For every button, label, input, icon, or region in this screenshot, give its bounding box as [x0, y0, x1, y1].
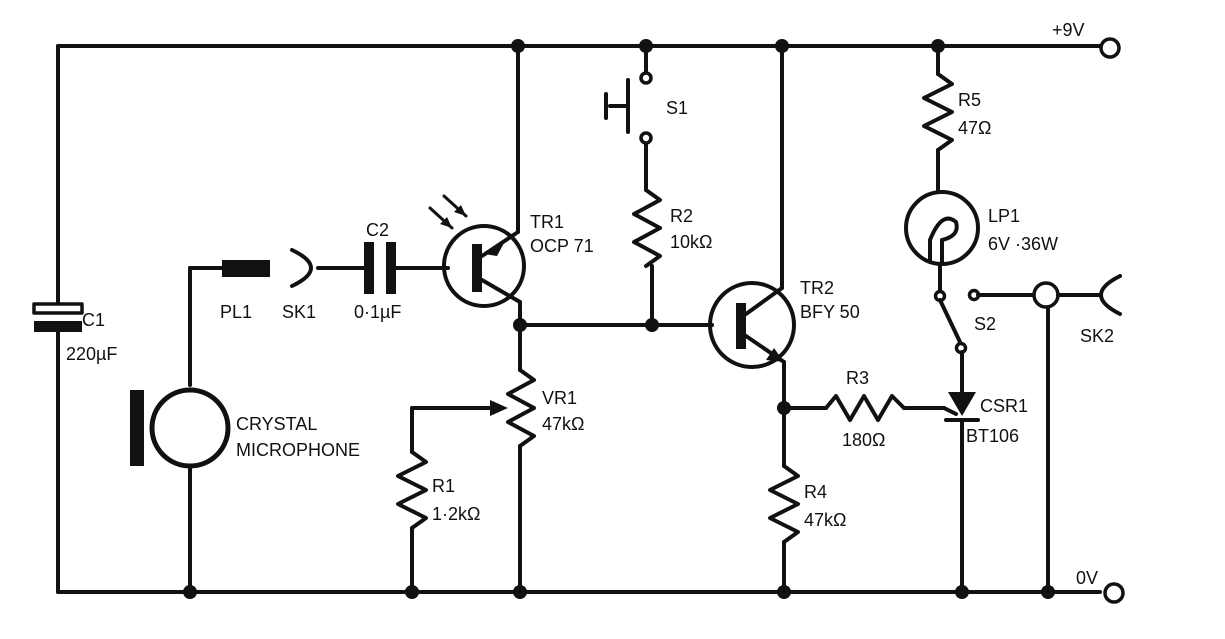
r4-ref: R4 — [804, 482, 827, 502]
sk1-ref: SK1 — [282, 302, 316, 322]
vr1-value: 47kΩ — [542, 414, 584, 434]
capacitor-c2 — [364, 242, 450, 294]
plug-pl1 — [222, 260, 270, 277]
s2-ref: S2 — [974, 314, 996, 334]
r1-ref: R1 — [432, 476, 455, 496]
c1-ref: C1 — [82, 310, 105, 330]
r1-value: 1·2kΩ — [432, 504, 480, 524]
switch-s1 — [604, 44, 653, 192]
ground-label: 0V — [1076, 568, 1098, 588]
transistor-tr1 — [428, 44, 526, 327]
supply-rail — [56, 37, 1121, 59]
r2-value: 10kΩ — [670, 232, 712, 252]
csr1-ref: CSR1 — [980, 396, 1028, 416]
mic-label-line2: MICROPHONE — [236, 440, 360, 460]
c2-ref: C2 — [366, 220, 389, 240]
resistor-r4 — [768, 406, 800, 594]
thyristor-csr1 — [942, 392, 980, 594]
vr1-ref: VR1 — [542, 388, 577, 408]
crystal-microphone — [130, 266, 231, 594]
capacitor-c1 — [32, 44, 84, 594]
sk2-ref: SK2 — [1080, 326, 1114, 346]
lamp-lp1 — [904, 190, 980, 294]
r2-ref: R2 — [670, 206, 693, 226]
potentiometer-vr1 — [410, 323, 536, 594]
tr1-ref: TR1 — [530, 212, 564, 232]
pl1-ref: PL1 — [220, 302, 252, 322]
lp1-ref: LP1 — [988, 206, 1020, 226]
tr1-value: OCP 71 — [530, 236, 594, 256]
c1-value: 220µF — [66, 344, 117, 364]
resistor-r2 — [632, 188, 662, 327]
supply-label: +9V — [1052, 20, 1085, 40]
resistor-r3 — [782, 394, 946, 422]
r5-ref: R5 — [958, 90, 981, 110]
socket-sk2 — [976, 274, 1122, 594]
socket-sk1 — [290, 248, 366, 288]
mic-label-line1: CRYSTAL — [236, 414, 317, 434]
tr2-ref: TR2 — [800, 278, 834, 298]
r4-value: 47kΩ — [804, 510, 846, 530]
supply-terminal — [1099, 37, 1121, 59]
junction-dots — [183, 39, 1055, 599]
ground-terminal — [1103, 582, 1125, 604]
resistor-r1 — [396, 406, 428, 594]
tr2-value: BFY 50 — [800, 302, 860, 322]
transistor-tr2 — [708, 44, 796, 410]
switch-s2 — [933, 288, 981, 394]
ground-rail — [56, 582, 1125, 604]
c2-value: 0·1µF — [354, 302, 401, 322]
lp1-value: 6V ·36W — [988, 234, 1058, 254]
resistor-r5 — [922, 44, 954, 192]
r5-value: 47Ω — [958, 118, 991, 138]
csr1-value: BT106 — [966, 426, 1019, 446]
r3-ref: R3 — [846, 368, 869, 388]
r3-value: 180Ω — [842, 430, 886, 450]
s1-ref: S1 — [666, 98, 688, 118]
